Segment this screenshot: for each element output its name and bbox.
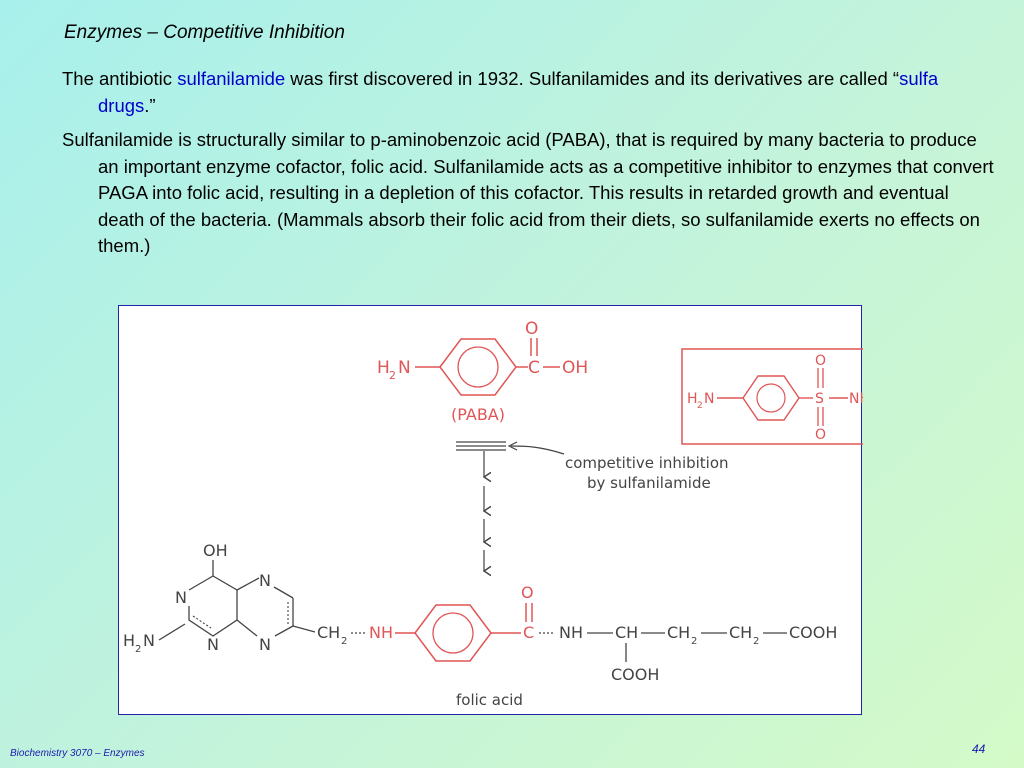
folic-bond-amine <box>158 623 186 641</box>
inhibition-pathway: competitive inhibition by sulfanilamide <box>456 441 729 571</box>
intro-text-2: was first discovered in 1932. Sulfanilam… <box>285 68 900 89</box>
folic-pyrimidine-ring <box>188 575 238 637</box>
paba-amine-n: N <box>398 358 411 378</box>
folic-bond-ring-ch2 <box>292 625 316 633</box>
paragraph-mechanism: Sulfanilamide is structurally similar to… <box>62 129 994 256</box>
slide-title: Enzymes – Competitive Inhibition <box>64 22 345 43</box>
folic-ch2: CH <box>317 623 340 642</box>
paba-structure: H 2 N C O OH (PABA) <box>377 319 588 424</box>
folic-pyrazine-bond-1 <box>236 577 260 591</box>
sulfanilamide-structure: H 2 N S O O NH R <box>681 348 863 445</box>
folic-n-right: N <box>259 635 271 654</box>
sulfa-amine-sub: 2 <box>697 401 703 411</box>
folic-n-left: N <box>175 588 187 607</box>
folic-acid-structure: OH N N H 2 N N N CH 2 <box>123 541 837 709</box>
folic-carbonyl-c: C <box>523 623 534 642</box>
folic-pyrimidine-bond-top <box>188 575 214 591</box>
sulfa-amine-h: H <box>687 391 698 407</box>
folic-amine-n: N <box>143 631 155 650</box>
folic-carbonyl-o: O <box>521 583 534 602</box>
folic-cooh-terminal: COOH <box>789 623 837 642</box>
chemical-structures-diagram: H 2 N C O OH (PABA) H 2 N S <box>123 319 863 709</box>
page-number: 44 <box>972 742 986 756</box>
folic-ch2b-sub: 2 <box>691 636 697 647</box>
folic-acid-figure: H 2 N C O OH (PABA) H 2 N S <box>118 305 863 715</box>
paragraph-sulfanilamide-intro: The antibiotic sulfanilamide was first d… <box>62 66 998 119</box>
folic-acid-label: folic acid <box>456 691 523 709</box>
inhibition-pointer-head <box>507 441 518 451</box>
folic-ch2c: CH <box>729 623 752 642</box>
folic-aromatic-circle <box>432 612 474 654</box>
folic-n-top: N <box>259 571 271 590</box>
folic-pyrazine-bond-4 <box>274 625 294 637</box>
intro-text-3: .” <box>144 94 156 116</box>
paba-amine-sub: 2 <box>389 369 396 382</box>
sulfa-aromatic-circle <box>756 383 786 413</box>
footer-course-title: Biochemistry 3070 – Enzymes <box>10 748 145 759</box>
sulfa-sulfur: S <box>815 391 824 407</box>
highlight-sulfanilamide: sulfanilamide <box>177 68 286 89</box>
folic-amine-h: H <box>123 631 135 650</box>
inhibition-label-line2: by sulfanilamide <box>587 474 711 492</box>
paba-aromatic-circle <box>457 346 499 388</box>
intro-text-1: The antibiotic <box>62 68 178 89</box>
paba-amine-h: H <box>377 358 390 378</box>
paba-carbon: C <box>528 358 540 378</box>
folic-cooh-lower: COOH <box>611 665 659 684</box>
sulfa-oxygen-top: O <box>815 353 826 369</box>
folic-ch2b: CH <box>667 623 690 642</box>
folic-ch: CH <box>615 623 638 642</box>
folic-pyrazine-bond-2 <box>273 586 294 599</box>
folic-amine-sub: 2 <box>135 644 141 655</box>
paba-label: (PABA) <box>451 405 505 424</box>
sulfa-oxygen-bottom: O <box>815 427 826 443</box>
folic-n-bottom: N <box>207 635 219 654</box>
folic-nh2: NH <box>559 623 583 642</box>
sulfa-amine-n: N <box>704 391 714 407</box>
folic-pyrimidine-dash <box>192 615 212 629</box>
folic-ch2c-sub: 2 <box>753 636 759 647</box>
folic-pyrazine-bond-5 <box>236 619 258 637</box>
highlight-sulfa-drugs: sulfa drugs <box>98 68 939 116</box>
sulfa-nh: NH <box>849 391 863 407</box>
inhibition-label-line1: competitive inhibition <box>565 454 729 472</box>
folic-ch2-sub: 2 <box>341 636 347 647</box>
sulfanilamide-box <box>681 348 863 445</box>
inhibition-pointer-arrow <box>510 445 565 455</box>
paba-hydroxyl: OH <box>562 358 588 378</box>
sulfa-benzene-ring <box>742 375 800 421</box>
folic-nh-red: NH <box>369 623 393 642</box>
folic-hydroxyl: OH <box>203 541 228 560</box>
paba-oxygen: O <box>525 319 538 339</box>
